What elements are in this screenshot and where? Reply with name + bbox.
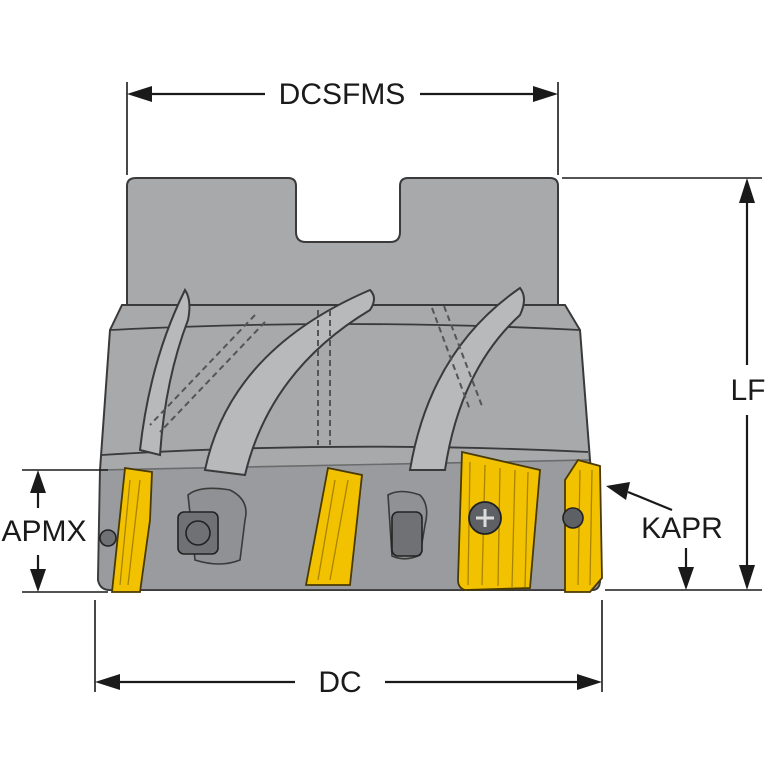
insert-2	[304, 466, 363, 586]
shank-with-keyway	[126, 177, 559, 306]
body-seam-lower	[101, 445, 589, 456]
dim-apmx: APMX	[1, 469, 108, 593]
dim-lf: LF	[562, 177, 766, 591]
dim-dcsfms: DCSFMS	[126, 78, 559, 175]
dim-kapr: KAPR	[606, 482, 723, 590]
flute-2	[203, 288, 375, 477]
coolant-channel-3a	[431, 307, 471, 411]
inserts	[111, 450, 603, 593]
flute-1	[138, 288, 191, 457]
lf-label: LF	[730, 374, 765, 407]
apmx-label: APMX	[1, 515, 86, 548]
flute-3	[408, 286, 525, 471]
dim-dc: DC	[94, 600, 603, 699]
coolant-channel-3b	[443, 305, 483, 407]
insert-3-torx-icon	[476, 509, 494, 527]
coolant-channel-1b	[159, 321, 266, 433]
coolant-channel-1a	[149, 314, 256, 426]
dc-label: DC	[318, 666, 361, 699]
side-screw-hole	[99, 529, 117, 547]
insert-1	[111, 466, 153, 593]
clamp-1	[177, 487, 247, 565]
insert-4-screw-icon	[562, 507, 584, 529]
dcsfms-label: DCSFMS	[279, 78, 406, 111]
insert-3	[457, 450, 541, 591]
insert-4	[562, 458, 603, 593]
clamp-2	[387, 490, 428, 560]
kapr-label: KAPR	[641, 512, 723, 545]
